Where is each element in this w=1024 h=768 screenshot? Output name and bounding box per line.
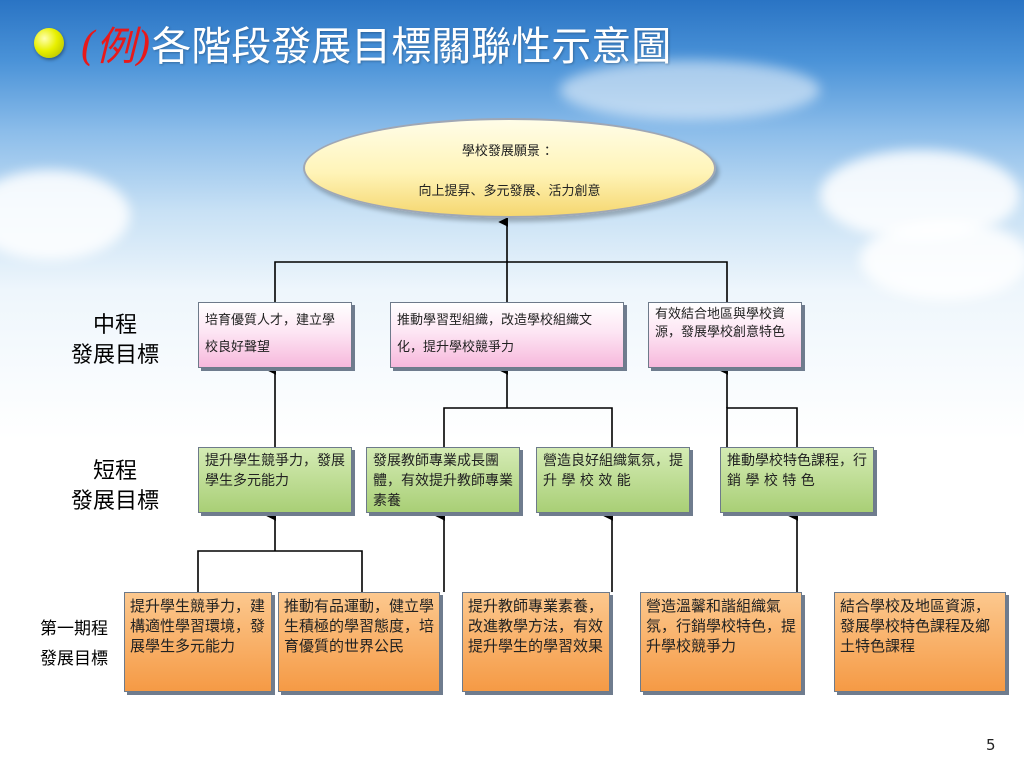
mid-term-label: 中程 發展目標 (70, 312, 159, 367)
mid-goal-box: 有效結合地區與學校資源，發展學校創意特色 (648, 302, 802, 368)
bullet-icon (34, 28, 64, 58)
short-goal-box: 提升學生競爭力，發展學生多元能力 (198, 447, 352, 513)
first-to-short1-connector (197, 550, 363, 592)
first-phase-label: 第一期程 發展目標 (40, 619, 108, 669)
first-goal-box: 結合學校及地區資源，發展學校特色課程及鄉土特色課程 (834, 592, 1006, 692)
first-goal-box: 推動有品運動，健立學生積極的學習態度，培育優質的世界公民 (278, 592, 440, 692)
short-goal-box: 推動學校特色課程，行 銷 學 校 特 色 (720, 447, 874, 513)
mid-goal-box: 培育優質人才，建立學校良好聲望 (198, 302, 352, 368)
mid-to-vision-connector (274, 261, 728, 302)
page-number: 5 (986, 736, 996, 754)
vision-text: 向上提昇、多元發展、活力創意 (418, 184, 601, 199)
page-title: (例)各階段發展目標關聯性示意圖 (80, 14, 671, 72)
short-goal-box: 營造良好組織氣氛，提 升 學 校 效 能 (536, 447, 690, 513)
short-to-mid2-connector (443, 407, 613, 447)
short-term-label: 短程 發展目標 (70, 458, 159, 513)
vision-ellipse: 學校發展願景 ： 向上提昇、多元發展、活力創意 (303, 118, 716, 218)
first-goal-box: 提升教師專業素養，改進教學方法，有效提升學生的學習效果 (462, 592, 610, 692)
vision-heading: 學校發展願景 ： (461, 144, 558, 159)
title-text: 各階段發展目標關聯性示意圖 (151, 24, 672, 70)
cloud (560, 60, 820, 120)
cloud (860, 220, 1024, 300)
short-to-mid3-connector (726, 407, 798, 447)
title-prefix: (例) (80, 24, 152, 70)
first-goal-box: 提升學生競爭力，建構適性學習環境，發展學生多元能力 (124, 592, 272, 692)
short-goal-box: 發展教師專業成長團體，有效提升教師專業素養 (366, 447, 520, 513)
cloud (0, 170, 130, 260)
first-goal-box: 營造溫馨和諧組織氣氛，行銷學校特色，提升學校競爭力 (640, 592, 802, 692)
mid-goal-box: 推動學習型組織，改造學校組織文化，提升學校競爭力 (390, 302, 624, 368)
